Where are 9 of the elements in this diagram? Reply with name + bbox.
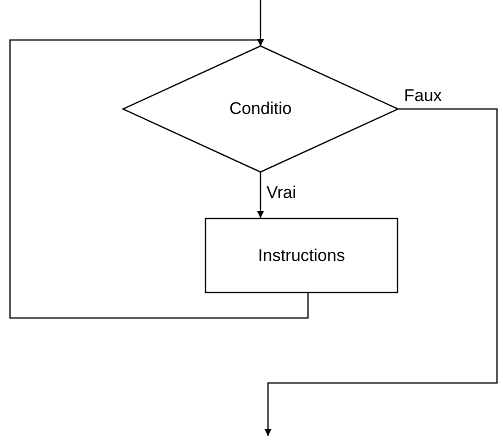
arrow: [257, 172, 264, 218]
edge-label: Faux: [404, 87, 442, 104]
edge-label: Vrai: [266, 184, 296, 201]
node-text: Instructions: [258, 246, 345, 266]
arrow: [264, 108, 498, 436]
decision-diamond: [123, 46, 398, 172]
arrow: [9, 39, 309, 319]
node-text: Conditio: [229, 99, 292, 119]
process-box: [205, 218, 398, 293]
